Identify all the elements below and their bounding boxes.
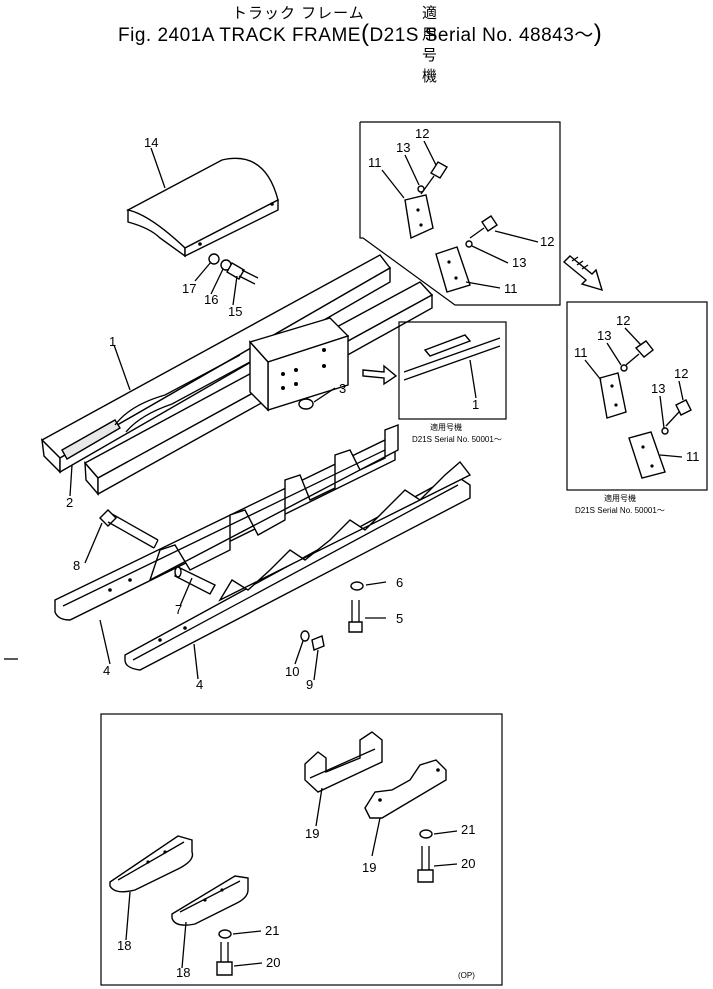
pin-7	[174, 566, 216, 595]
frame-detail-inset	[423, 334, 472, 357]
callout-14: 14	[144, 135, 158, 150]
bracket-11-right-b	[628, 431, 666, 479]
callout-12-a: 12	[415, 126, 429, 141]
callout-1: 1	[109, 334, 116, 349]
track-guide-4-lower	[124, 460, 472, 671]
callout-11-a: 11	[368, 155, 382, 170]
guard-18-lower	[171, 875, 249, 926]
callout-18-lower: 18	[176, 965, 190, 980]
bolt-5	[348, 600, 363, 633]
bracket-11-right-a	[599, 372, 627, 419]
inset-right-applicability: 適用号機	[604, 493, 636, 503]
callout-15: 15	[228, 304, 242, 319]
bolt-3	[298, 398, 314, 410]
figure-title: Fig. 2401A TRACK FRAME(D21S Serial No. 4…	[118, 20, 603, 47]
direction-arrow-right-inset	[562, 255, 604, 292]
bracket-11-upper-b	[435, 246, 471, 293]
callout-12-c: 12	[616, 313, 630, 328]
callout-13-b: 13	[512, 255, 526, 270]
washer-13-a	[417, 185, 425, 193]
direction-arrow-mid-inset	[362, 364, 398, 386]
callout-12-b: 12	[540, 234, 554, 249]
bolt-12-head-d	[675, 399, 692, 416]
detail-box-right	[566, 301, 708, 491]
title-jp-track-frame: トラック フレーム	[232, 5, 365, 22]
callout-11-c: 11	[574, 345, 588, 360]
callout-11-d: 11	[686, 449, 700, 464]
callout-7: 7	[175, 602, 182, 617]
callout-21-lower: 21	[265, 923, 279, 938]
bolt-20-lower	[216, 942, 233, 976]
bolt-12-head-a	[430, 161, 448, 179]
callout-4-upper: 4	[103, 663, 110, 678]
callout-5: 5	[396, 611, 403, 626]
callout-13-d: 13	[651, 381, 665, 396]
washer-10	[300, 630, 310, 642]
track-frame-1	[40, 254, 434, 496]
guard-19-lower	[364, 759, 447, 819]
callout-11-b: 11	[504, 281, 518, 296]
bracket-11-upper-a	[404, 194, 434, 240]
inset-middle-applicability: 適用号機	[430, 422, 462, 432]
callout-10: 10	[285, 664, 299, 679]
callout-9: 9	[306, 677, 313, 692]
guard-19-upper	[304, 731, 383, 793]
callout-12-d: 12	[674, 366, 688, 381]
cover-14	[126, 157, 279, 258]
washer-21-lower	[218, 929, 232, 939]
bolt-12-head-c	[634, 340, 654, 358]
washer-17	[208, 253, 220, 265]
callout-8: 8	[73, 558, 80, 573]
callout-19-lower: 19	[362, 860, 376, 875]
callout-21-upper: 21	[461, 822, 475, 837]
option-tag: (OP)	[458, 971, 475, 980]
inset-middle-serial: D21S Serial No. 50001～	[412, 435, 502, 444]
callout-4-lower: 4	[196, 677, 203, 692]
title-japanese: トラック フレーム 適用号機	[232, 2, 437, 85]
callout-17: 17	[182, 281, 196, 296]
washer-6	[350, 581, 364, 591]
callout-13-a: 13	[396, 140, 410, 155]
inset-right-serial: D21S Serial No. 50001～	[575, 506, 665, 515]
callout-16: 16	[204, 292, 218, 307]
bolt-20-upper	[417, 846, 434, 883]
guard-18-upper	[109, 835, 194, 893]
serial-range-text: D21S Serial No. 48843～	[369, 25, 594, 46]
washer-13-d	[661, 427, 669, 435]
callout-3: 3	[339, 381, 346, 396]
washer-21-upper	[419, 829, 433, 839]
callout-19-upper: 19	[305, 826, 319, 841]
bolt-15-head	[226, 262, 245, 280]
callout-6: 6	[396, 575, 403, 590]
callout-13-c: 13	[597, 328, 611, 343]
callout-18-upper: 18	[117, 938, 131, 953]
figure-title-text: Fig. 2401A TRACK FRAME	[118, 25, 361, 46]
callout-20-lower: 20	[266, 955, 280, 970]
bolt-12-head-b	[481, 215, 498, 232]
bolt-8	[99, 509, 159, 549]
washer-13-c	[620, 364, 628, 372]
option-box	[100, 713, 503, 986]
track-guide-4-upper	[54, 423, 399, 621]
callout-1-inset: 1	[472, 397, 479, 412]
detail-box-upper	[359, 121, 561, 306]
title-jp-applicable-models: 適用号機	[422, 5, 439, 85]
washer-13-b	[465, 240, 473, 248]
callout-labels: 14 17 16 15 1 3 2 8 7 4 4 6 5 10 9 12 13…	[66, 126, 700, 980]
leader-lines-option	[125, 787, 458, 969]
detail-box-middle	[398, 321, 507, 420]
nut-9	[311, 635, 325, 651]
leader-lines	[69, 140, 684, 681]
callout-20-upper: 20	[461, 856, 475, 871]
callout-2: 2	[66, 495, 73, 510]
